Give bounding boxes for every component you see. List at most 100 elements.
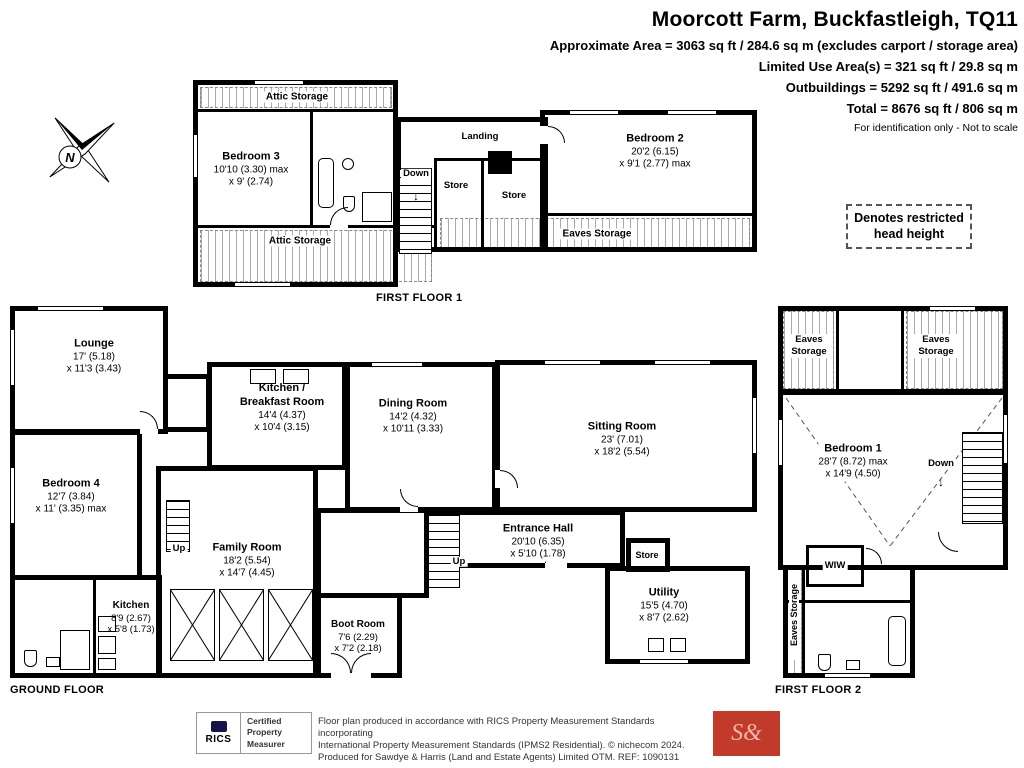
identification-note: For identification only - Not to scale	[854, 122, 1018, 134]
window	[825, 673, 870, 678]
room-label-kitchen: Kitchen 8'9 (2.67) x 5'8 (1.73)	[107, 599, 155, 636]
door-opening	[545, 563, 567, 568]
sink-fixture	[283, 369, 309, 384]
footer-disclaimer: Floor plan produced in accordance with R…	[318, 716, 710, 764]
stairs-down	[962, 432, 1003, 524]
stairs-up-label: Up	[170, 542, 188, 555]
door-opening	[400, 507, 418, 512]
room-label-family-room: Family Room 18'2 (5.54) x 14'7 (4.45)	[212, 541, 282, 579]
room-label-store: Store	[633, 550, 661, 561]
window	[752, 398, 757, 453]
room-label-lounge: Lounge 17' (5.18) x 11'3 (3.43)	[66, 337, 122, 375]
utility-appliance-fixture	[670, 638, 686, 652]
sink-fixture	[342, 158, 354, 170]
room-label-eaves-storage-strip: Eaves Storage	[789, 570, 799, 660]
page-title: Moorcott Farm, Buckfastleigh, TQ11	[651, 8, 1018, 31]
window	[655, 360, 710, 365]
footer-line-2: International Property Measurement Stand…	[318, 740, 685, 751]
bath-fixture	[318, 158, 334, 208]
room-label-eaves-storage: Eaves Storage	[559, 228, 635, 240]
room-label-utility: Utility 15'5 (4.70) x 8'7 (2.62)	[639, 586, 689, 624]
rics-cert-text: Certified Property Measurer	[247, 716, 285, 749]
room-label-store: Store	[441, 179, 471, 192]
restricted-height-legend: Denotes restricted head height	[846, 204, 972, 250]
room-label-attic-storage: Attic Storage	[262, 91, 332, 103]
wall-partition	[434, 160, 437, 252]
window	[255, 80, 303, 85]
kitchen-unit-fixture	[98, 616, 116, 632]
header: Moorcott Farm, Buckfastleigh, TQ11 Appro…	[550, 8, 1018, 134]
wall-outline	[540, 110, 757, 252]
wall-outline	[396, 117, 548, 252]
wall-partition	[545, 213, 752, 216]
window	[38, 306, 103, 311]
stairs-down-label: Down	[926, 457, 956, 470]
limited-use-area: Limited Use Area(s) = 321 sq ft / 29.8 s…	[758, 59, 1018, 74]
sawdye-harris-logo: S&	[713, 711, 780, 756]
room-label-boot-room: Boot Room 7'6 (2.29) x 7'2 (2.18)	[331, 618, 385, 655]
window	[235, 282, 290, 287]
room-label-store: Store	[499, 189, 529, 202]
window	[930, 306, 975, 311]
total-area: Total = 8676 sq ft / 806 sq m	[846, 101, 1018, 116]
stairs-up	[166, 500, 190, 552]
shower-fixture	[60, 630, 90, 670]
rics-wordmark: RICS	[205, 734, 232, 745]
room-label-sitting-room: Sitting Room 23' (7.01) x 18'2 (5.54)	[587, 420, 657, 458]
stairs-down-label: Down	[401, 167, 431, 180]
wall-partition	[198, 109, 396, 112]
wall-partition	[93, 578, 96, 676]
footer-line-3: Produced for Sawdye & Harris (Land and E…	[318, 752, 680, 763]
compass-icon: N	[49, 117, 115, 183]
room-label-entrance-hall: Entrance Hall 20'10 (6.35) x 5'10 (1.78)	[502, 522, 574, 562]
room-label-kitchen-breakfast-room: Kitchen / Breakfast Room 14'4 (4.37) x 1…	[239, 381, 325, 433]
stairs-up-label: Up	[450, 555, 468, 568]
floor-caption-ground-floor: GROUND FLOOR	[10, 684, 105, 696]
window	[570, 110, 618, 115]
room-label-attic-storage: Attic Storage	[265, 235, 335, 247]
window	[640, 659, 688, 664]
wall-outline	[425, 510, 625, 568]
glazed-panel	[219, 589, 264, 661]
shower-fixture	[362, 192, 392, 222]
room-label-dining-room: Dining Room 14'2 (4.32) x 10'11 (3.33)	[378, 397, 448, 435]
door-opening	[330, 225, 348, 228]
wall-partition	[836, 309, 839, 391]
footer-line-1: Floor plan produced in accordance with R…	[318, 716, 655, 739]
chimney-post	[488, 151, 512, 174]
utility-appliance-fixture	[648, 638, 664, 652]
outbuildings-area: Outbuildings = 5292 sq ft / 491.6 sq m	[785, 80, 1018, 95]
door-opening	[495, 470, 500, 488]
glazed-panel	[170, 589, 215, 661]
window	[10, 468, 15, 523]
hob-fixture	[98, 636, 116, 654]
hob-fixture	[250, 369, 276, 384]
rics-certified-badge: RICS Certified Property Measurer	[196, 712, 312, 754]
rics-emblem-icon	[210, 721, 227, 732]
door-opening	[331, 673, 371, 678]
wall-partition	[788, 600, 910, 603]
room-label-wiw: WIW	[822, 559, 848, 572]
room-label-bedroom-1: Bedroom 1 28'7 (8.72) max x 14'9 (4.50)	[818, 442, 888, 482]
sink-fixture	[46, 657, 60, 667]
approximate-area: Approximate Area = 3063 sq ft / 284.6 sq…	[549, 38, 1018, 53]
floor-caption-first-floor-2: FIRST FLOOR 2	[775, 684, 862, 696]
kitchen-unit-fixture	[98, 658, 116, 670]
room-label-bedroom-4: Bedroom 4 12'7 (3.84) x 11' (3.35) max	[35, 477, 107, 515]
wall-outline	[345, 362, 497, 512]
wall-partition	[198, 225, 436, 228]
wall-wiw	[806, 545, 864, 587]
wall-partition	[310, 112, 313, 228]
compass-north-label: N	[65, 150, 75, 165]
room-label-eaves-storage: Eaves Storage	[786, 334, 832, 358]
window	[193, 135, 198, 177]
door-opening	[140, 429, 158, 434]
rics-logo: RICS	[197, 713, 241, 753]
room-label-bedroom-2: Bedroom 2 20'2 (6.15) x 9'1 (2.77) max	[619, 132, 691, 170]
window	[778, 420, 783, 465]
down-arrow-icon: ↓	[413, 189, 419, 203]
room-label-bedroom-3: Bedroom 3 10'10 (3.30) max x 9' (2.74)	[213, 150, 289, 188]
glazed-panel	[268, 589, 313, 661]
window	[545, 360, 600, 365]
